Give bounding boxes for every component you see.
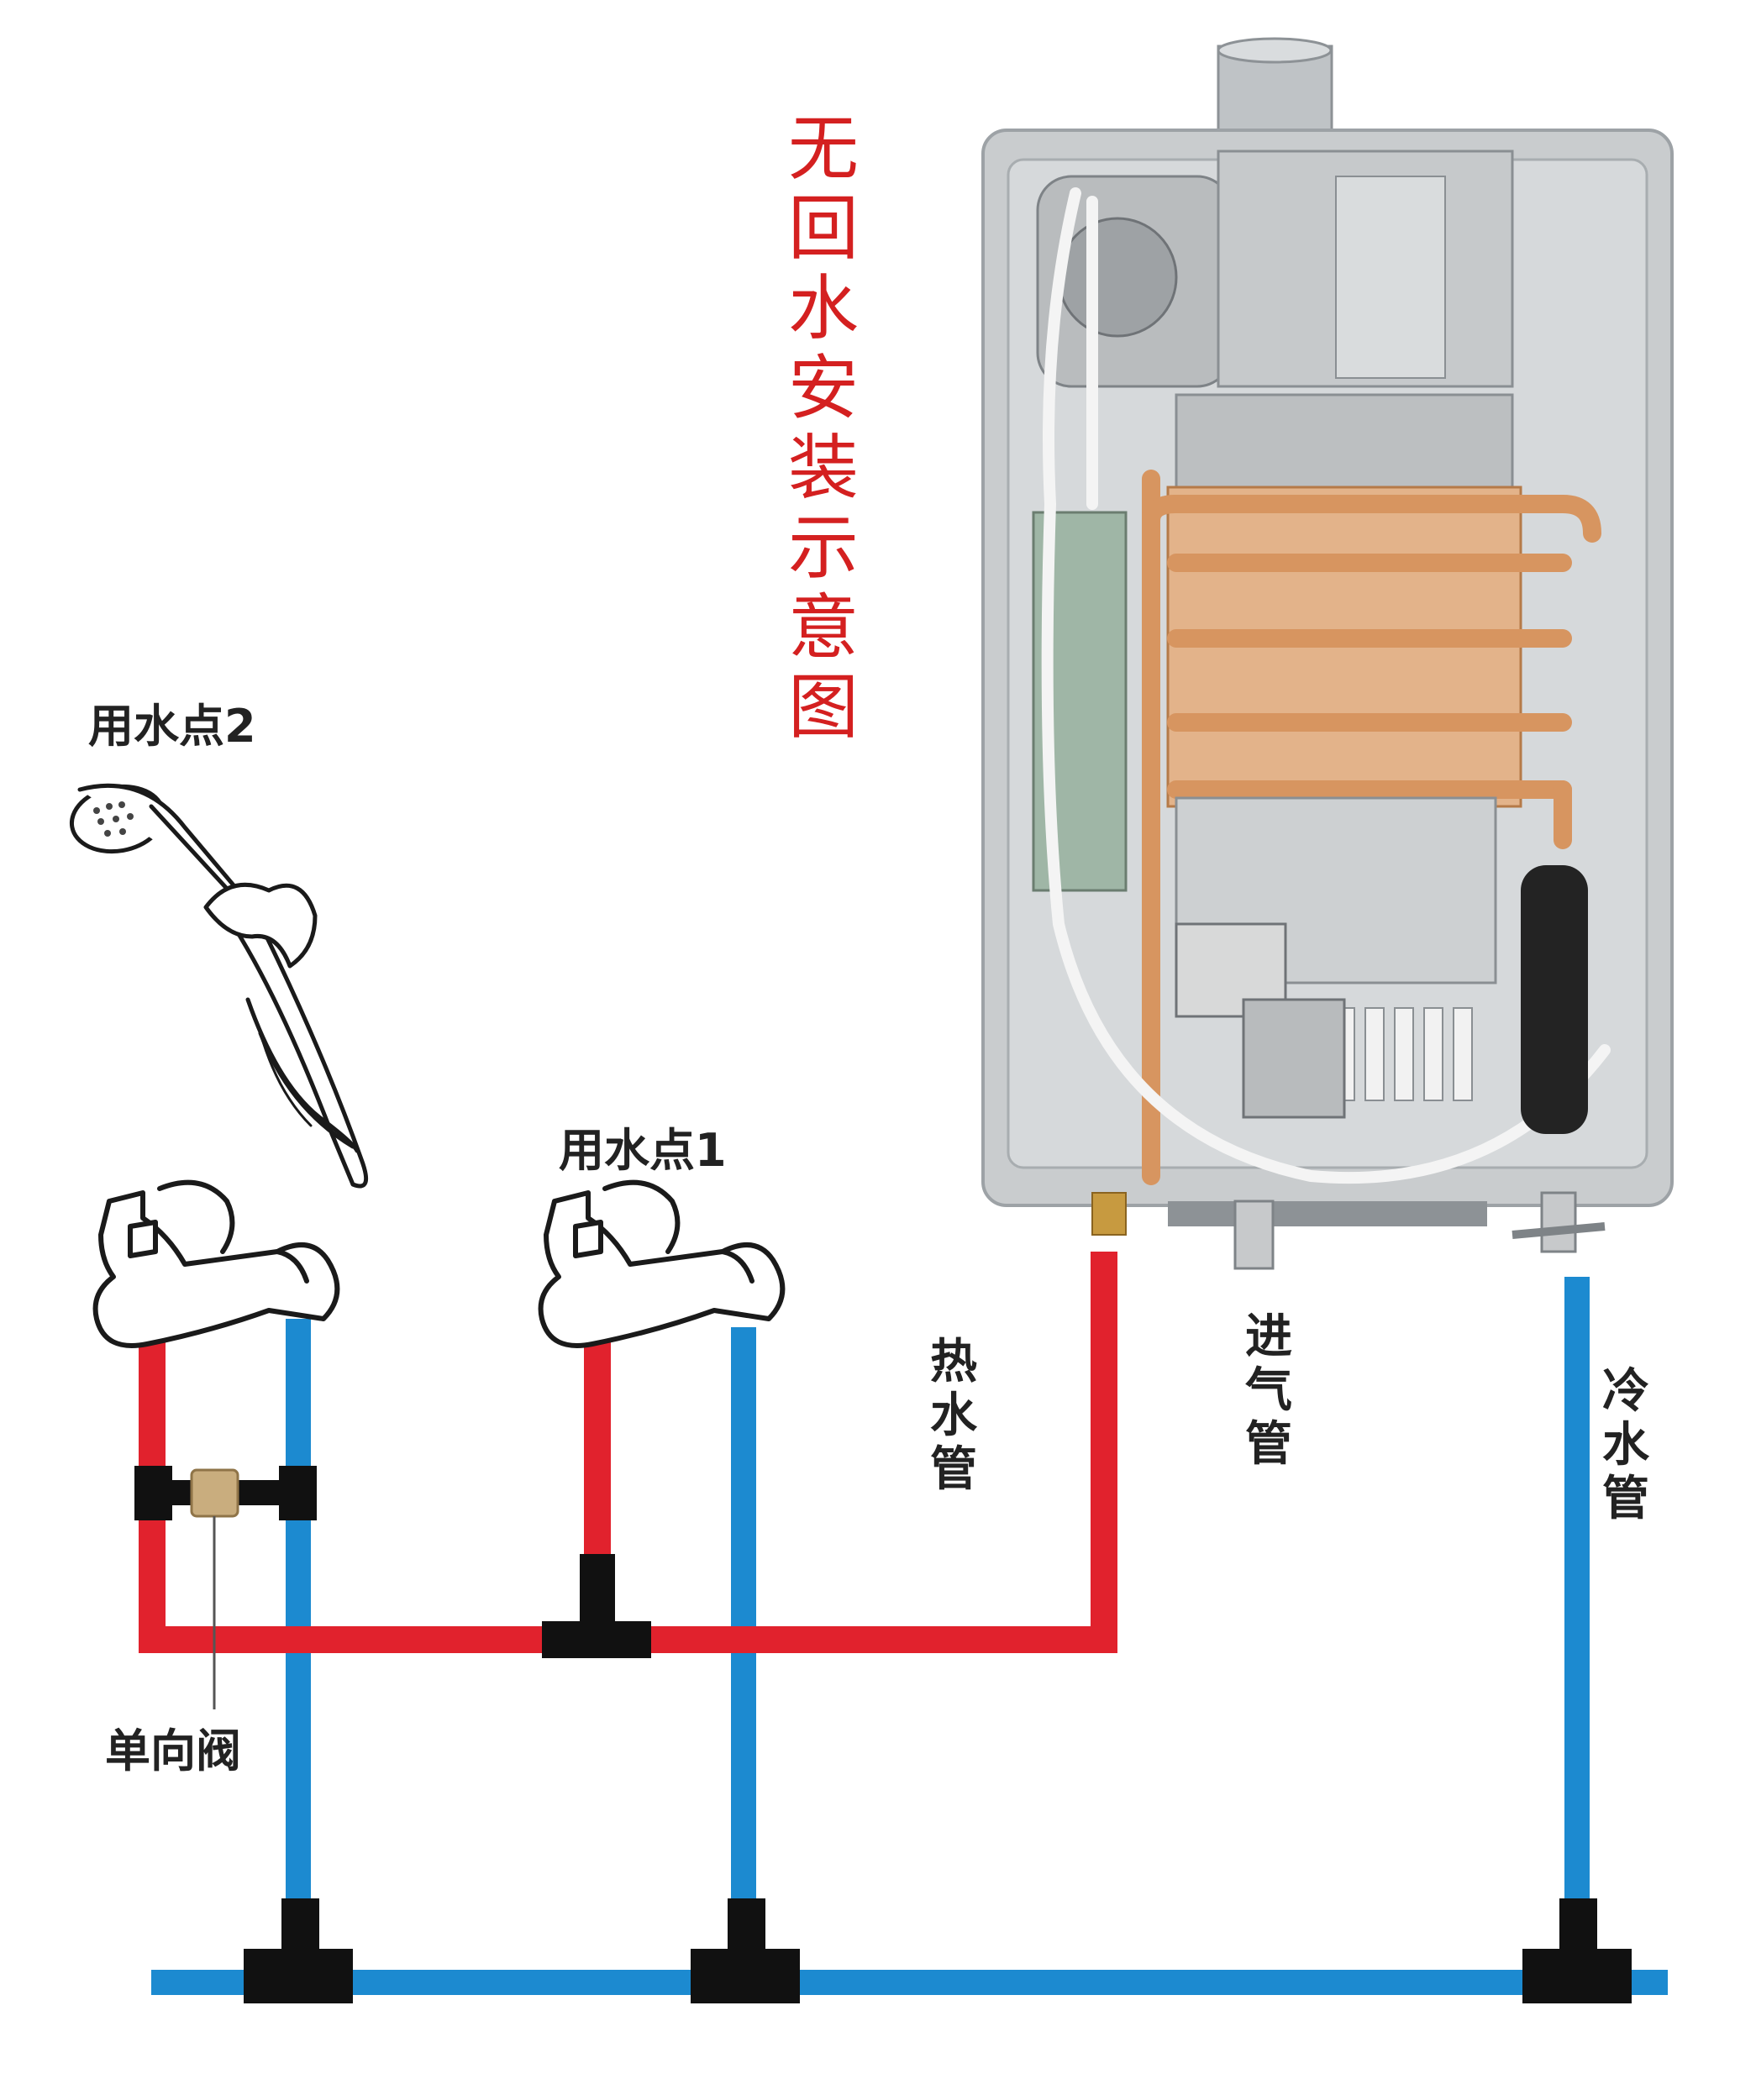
title-char: 安	[786, 349, 861, 428]
label-char: 水	[1596, 1419, 1655, 1473]
label-char: 进	[1239, 1310, 1298, 1364]
label-point-1: 用水点1	[559, 1113, 727, 1179]
label-char: 热	[924, 1336, 983, 1389]
label-char: 管	[1239, 1418, 1298, 1472]
cold-main-pipe	[151, 1970, 1668, 1995]
pipe-fittings	[134, 1466, 1632, 2003]
label-gas-pipe: 进 气 管	[1239, 1310, 1298, 1472]
water-heater-icon	[983, 39, 1672, 1268]
label-cold-pipe: 冷 水 管	[1596, 1365, 1655, 1526]
title-char: 示	[786, 508, 861, 588]
title-char: 意	[786, 588, 861, 668]
title-char: 图	[786, 668, 861, 748]
label-check-valve: 单向阀	[105, 1714, 241, 1780]
hot-riser-heater	[1091, 1252, 1117, 1653]
page-title: 无 回 水 安 装 示 意 图	[786, 109, 861, 748]
title-char: 水	[786, 269, 861, 349]
label-char: 管	[1596, 1473, 1655, 1526]
label-point-2: 用水点2	[88, 689, 256, 755]
cold-riser-heater	[1564, 1277, 1590, 1982]
shower-head-icon	[66, 780, 365, 1186]
label-char: 管	[924, 1443, 983, 1497]
label-hot-pipe: 热 水 管	[924, 1336, 983, 1497]
cold-riser-1	[731, 1327, 756, 1982]
label-char: 水	[924, 1389, 983, 1443]
title-char: 回	[786, 189, 861, 269]
title-char: 无	[786, 109, 861, 189]
title-char: 装	[786, 428, 861, 508]
faucet-icon	[541, 1183, 783, 1346]
label-char: 气	[1239, 1364, 1298, 1418]
label-char: 冷	[1596, 1365, 1655, 1419]
check-valve-icon	[192, 1470, 238, 1709]
